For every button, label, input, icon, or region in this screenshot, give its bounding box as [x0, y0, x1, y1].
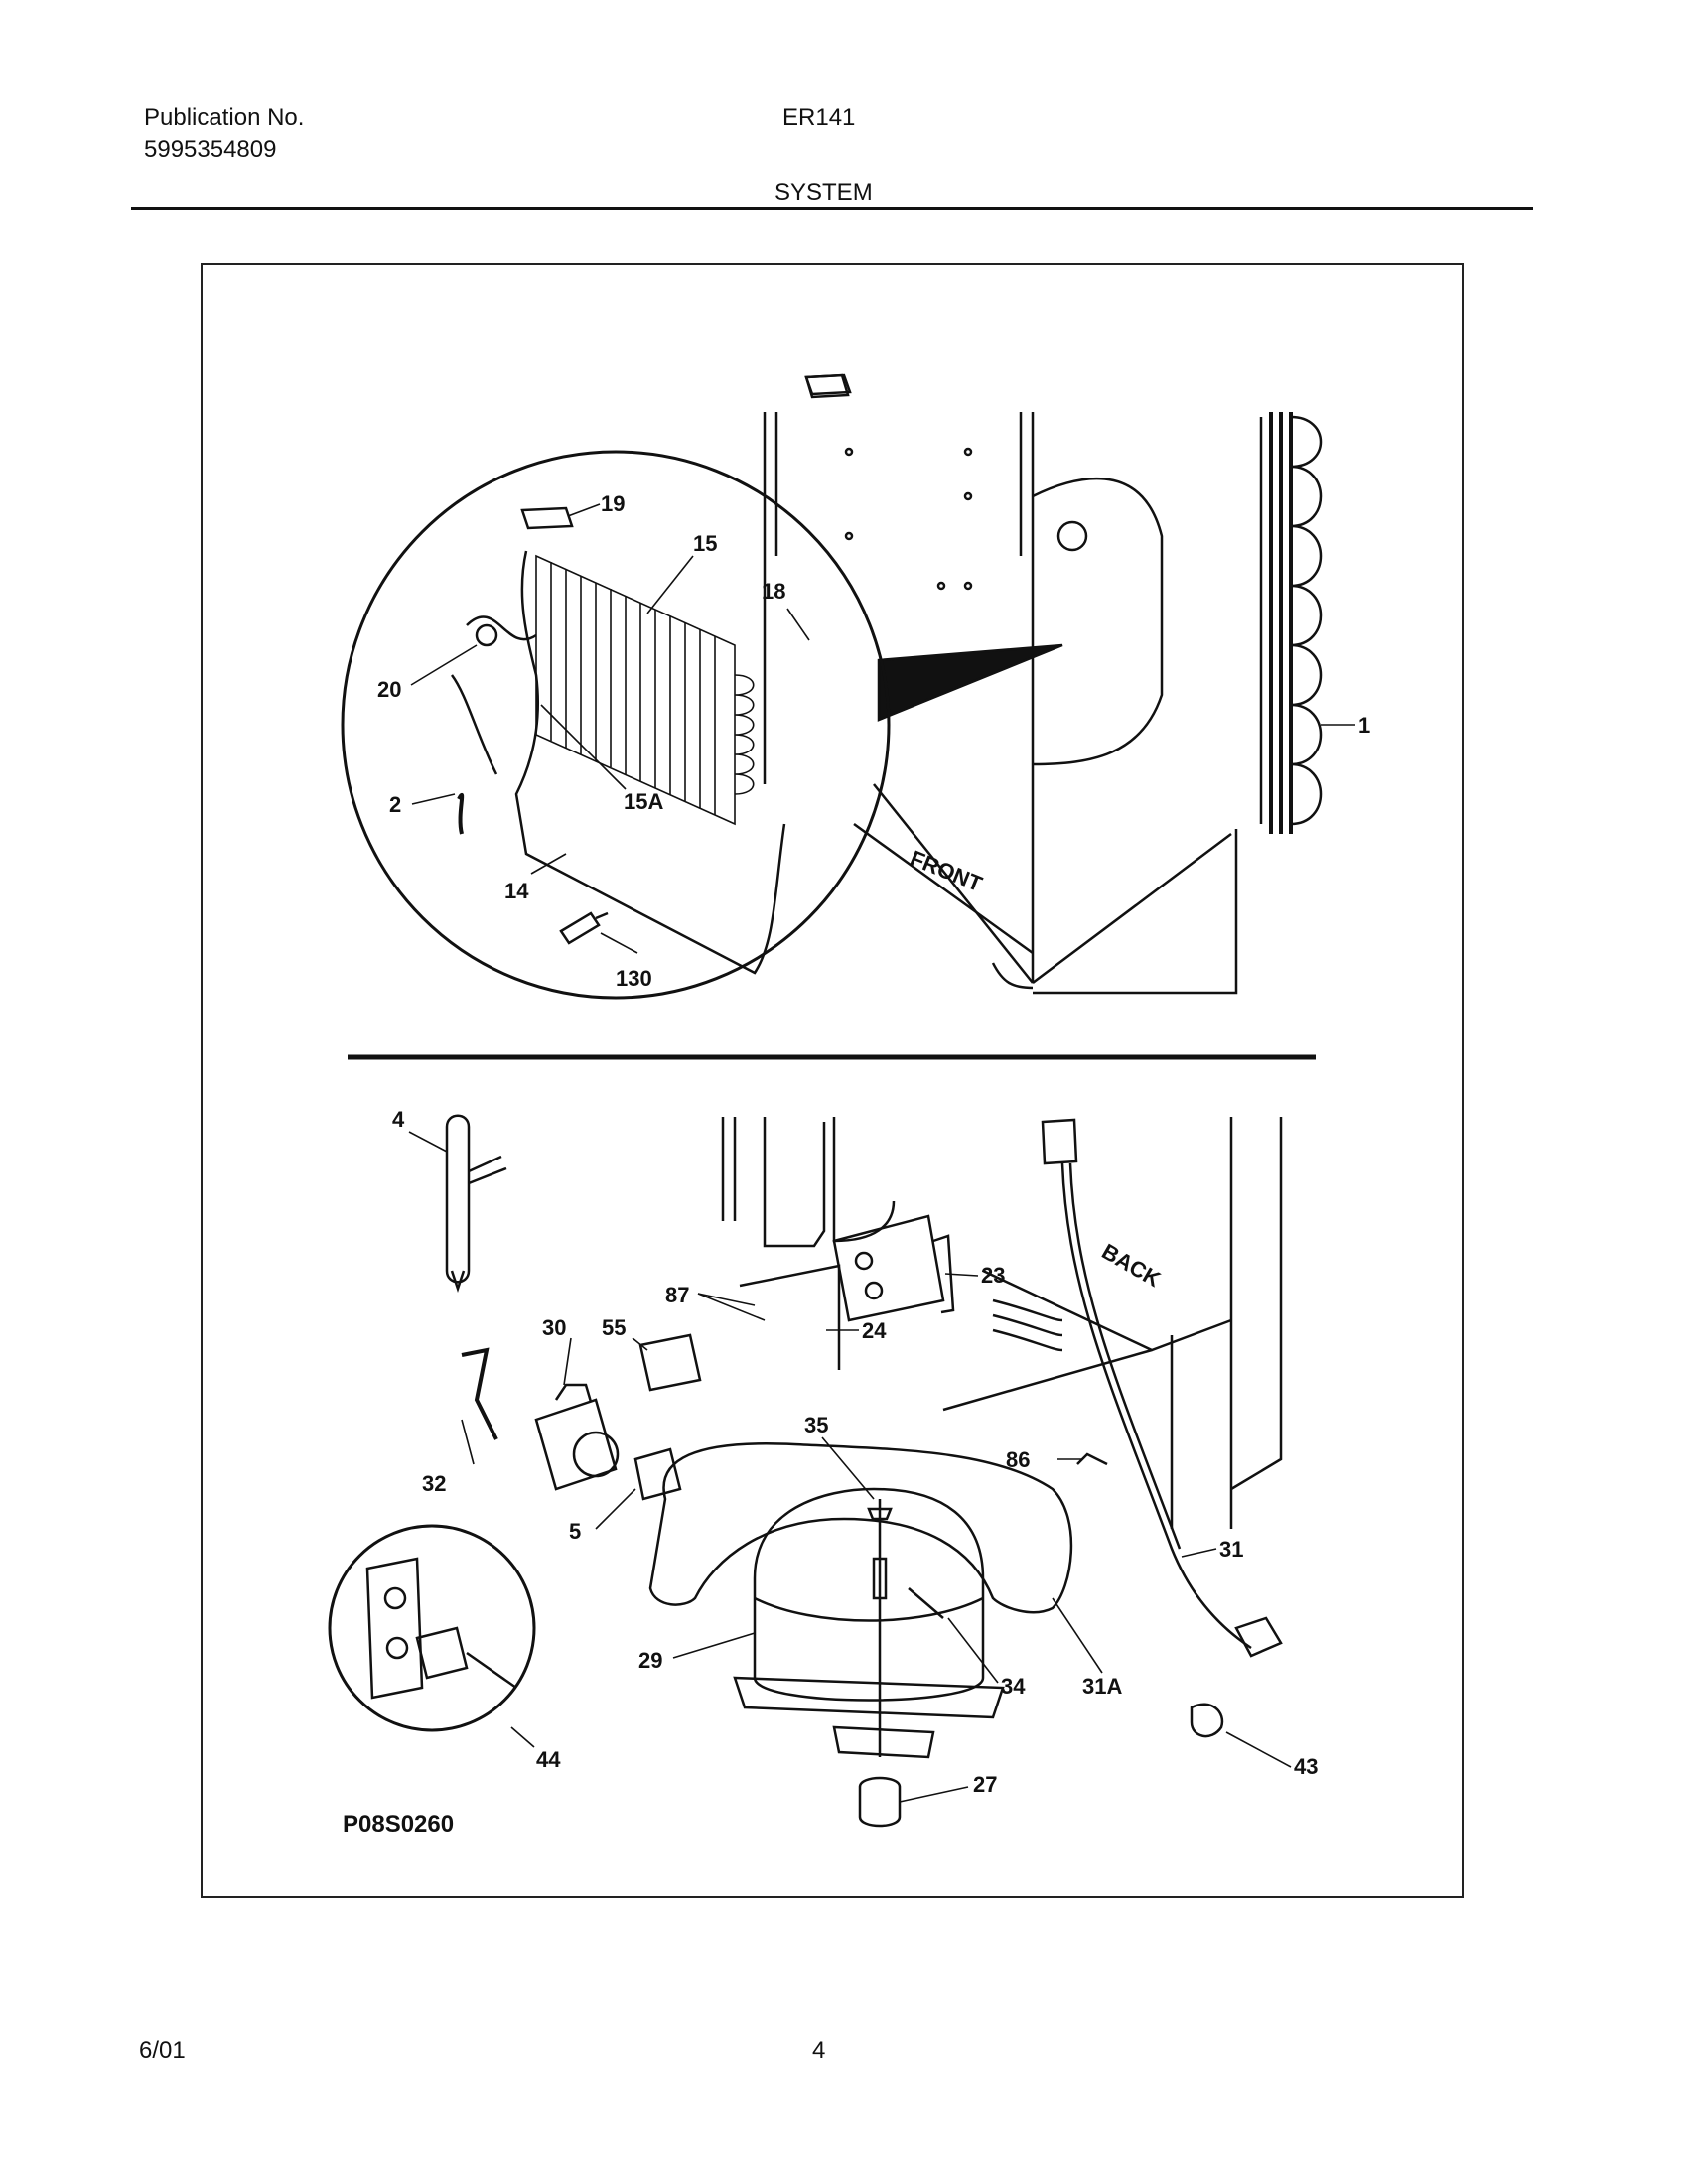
callout-15: 15: [693, 531, 717, 556]
part-31-connector: [633, 1447, 682, 1501]
part-55-relay: [638, 1333, 702, 1392]
footer-page-number: 4: [812, 2037, 826, 2064]
power-cord-5: [992, 1118, 1283, 1658]
drawing-code: P08S0260: [343, 1811, 454, 1838]
part-86-screw: [1076, 1452, 1108, 1466]
header-rule: [131, 207, 1533, 210]
evaporator-detail-circle: [341, 373, 891, 1000]
callout-30: 30: [542, 1315, 566, 1340]
front-stencil-label: FRONT: [907, 845, 986, 896]
part-29-compressor: [733, 1487, 1005, 1759]
cabinet-upper-drawing: [763, 412, 1273, 995]
part-18-block: [804, 373, 850, 399]
part-32-wire: [461, 1347, 498, 1440]
callout-18: 18: [762, 579, 785, 604]
callout-labels: 19 15 18 20 1 2 15A 14 130 4 23 87 30 55…: [377, 491, 1370, 1797]
callout-27: 27: [973, 1772, 997, 1797]
footer-date: 6/01: [139, 2037, 186, 2064]
part-30-overload: [534, 1383, 620, 1491]
publication-number: 5995354809: [144, 136, 277, 163]
callout-2: 2: [389, 792, 401, 817]
part-27-grommet: [858, 1776, 902, 1828]
callout-55: 55: [602, 1315, 626, 1340]
callout-14: 14: [504, 879, 529, 903]
callout-34: 34: [1001, 1674, 1026, 1699]
callout-29: 29: [638, 1648, 662, 1673]
callout-32: 32: [422, 1471, 446, 1496]
cabinet-lower-drawing: [721, 1117, 1283, 1529]
part-31A-base-tray: [648, 1442, 1073, 1614]
callout-86: 86: [1006, 1447, 1030, 1472]
part-19-block: [520, 506, 574, 530]
part-130-plug: [559, 911, 601, 945]
callout-1: 1: [1358, 713, 1370, 738]
diagram-frame: [201, 263, 1464, 1898]
callout-24: 24: [862, 1318, 887, 1343]
callout-5: 31: [1219, 1537, 1243, 1562]
outlet-detail-circle: [328, 1524, 536, 1732]
callout-31A: 31A: [1082, 1674, 1122, 1699]
callout-130: 130: [616, 966, 652, 991]
callout-87: 87: [665, 1283, 689, 1307]
callout-23: 23: [981, 1263, 1005, 1288]
part-4-drier: [445, 1114, 507, 1293]
model-number: ER141: [782, 104, 856, 131]
part-43-clamp: [1190, 1703, 1224, 1738]
leader-lines-lower: [408, 1131, 1292, 1803]
callout-19: 19: [601, 491, 625, 516]
callout-31: 5: [569, 1519, 581, 1544]
part-24-bracket: [739, 1264, 841, 1370]
part-23-timer: [832, 1214, 955, 1322]
callout-44: 44: [536, 1747, 561, 1772]
callout-15A: 15A: [624, 789, 663, 814]
callout-43: 43: [1294, 1754, 1318, 1779]
zoom-pointer-wedge: [877, 643, 1063, 722]
publication-label: Publication No.: [144, 104, 305, 131]
section-title: SYSTEM: [774, 179, 873, 205]
back-stencil-label: BACK: [1098, 1239, 1166, 1292]
leader-lines-upper: [410, 503, 1355, 954]
callout-35: 35: [804, 1413, 828, 1437]
callout-4: 4: [392, 1107, 405, 1132]
refrigerant-tubing-14: [514, 550, 786, 975]
condenser-coil: [1269, 412, 1323, 834]
callout-20: 20: [377, 677, 401, 702]
evaporator-fins: [535, 554, 755, 826]
